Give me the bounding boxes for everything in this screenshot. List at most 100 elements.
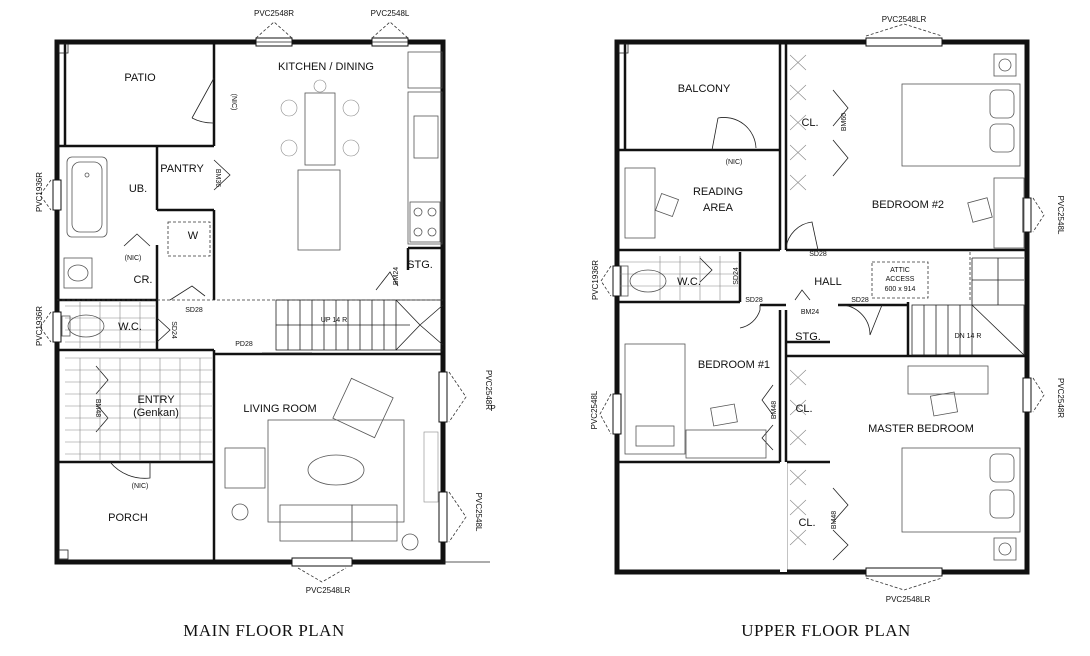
- upper-outer-wall: [614, 39, 1030, 575]
- bifold-door: [832, 89, 849, 177]
- closet-label: CL.: [798, 517, 815, 529]
- bed-2: [901, 83, 1021, 167]
- closet-label: CL.: [795, 403, 812, 415]
- window-label: PVC2548LR: [886, 595, 931, 604]
- bed-1-pillow: [635, 425, 675, 447]
- window-label: PVC1936R: [35, 306, 44, 346]
- window-label: PVC2548R: [484, 370, 493, 410]
- room-bedroom-1: BEDROOM #1: [698, 359, 770, 371]
- burner: [427, 227, 437, 237]
- coffee-table: [307, 454, 365, 486]
- room-wc: W.C.: [118, 321, 142, 333]
- window-label: PVC2548LR: [306, 586, 351, 595]
- door-swing: [785, 221, 819, 251]
- door-code: BM60: [841, 113, 848, 131]
- window-swing: [39, 179, 52, 211]
- window-label: PVC2548R: [1056, 378, 1065, 418]
- window-swing: [297, 567, 347, 583]
- room-living: LIVING ROOM: [243, 403, 316, 415]
- door-code: SD28: [745, 297, 763, 304]
- door-code: BM36: [214, 169, 221, 187]
- kitchen-island: [297, 169, 341, 251]
- door-code: SD28: [851, 297, 869, 304]
- window: [865, 567, 943, 577]
- window-label: PVC2548L: [590, 390, 599, 429]
- bed-2-pillow: [989, 123, 1015, 153]
- window-swing: [371, 21, 409, 39]
- bifold-door: [213, 159, 231, 191]
- bifold-door: [832, 487, 849, 561]
- master-chair: [929, 391, 959, 417]
- master-pillow: [989, 453, 1015, 483]
- window: [1022, 197, 1032, 233]
- upper-floor-plan: BALCONY READING AREA BEDROOM #2 W.C. HAL…: [590, 15, 1065, 604]
- window-swing: [1032, 377, 1045, 413]
- nic-label: (NIC): [726, 159, 743, 166]
- room-genkan: (Genkan): [133, 407, 179, 419]
- side-table: [401, 533, 419, 551]
- bifold-door: [375, 271, 399, 291]
- burner: [413, 207, 423, 217]
- kitchen-sink: [413, 115, 439, 159]
- window: [52, 179, 62, 211]
- door-swing: [711, 117, 757, 151]
- master-pillow: [989, 489, 1015, 519]
- room-reading-1: READING: [693, 186, 743, 198]
- window-label: PVC1936R: [591, 260, 600, 300]
- tv-console: [423, 431, 439, 503]
- burner: [427, 207, 437, 217]
- bifold-door: [123, 233, 151, 247]
- main-floor-plan: PATIO KITCHEN / DINING PANTRY UB. CR. W.…: [35, 9, 496, 595]
- room-upper-wc: W.C.: [677, 276, 701, 288]
- room-washer: W: [188, 230, 199, 242]
- column: [58, 549, 69, 560]
- bathtub: [66, 156, 108, 238]
- reading-desk: [624, 167, 656, 239]
- window: [865, 37, 943, 47]
- nightstand: [993, 53, 1017, 77]
- nic-label: (NIC): [125, 255, 142, 262]
- armchair: [332, 377, 394, 439]
- nic-label: (NIC): [230, 94, 237, 111]
- bedroom-2-chair: [967, 197, 993, 223]
- reading-chair: [654, 192, 680, 218]
- door-swing: [837, 304, 883, 336]
- washer-box: [167, 221, 211, 257]
- burner: [413, 227, 423, 237]
- sliding-door: [156, 317, 171, 343]
- room-kitchen-dining: KITCHEN / DINING: [278, 61, 374, 73]
- attic-access: [871, 261, 929, 299]
- entry-tile-pattern: [65, 302, 212, 460]
- bedroom-2-desk: [993, 177, 1025, 249]
- room-hall: HALL: [814, 276, 842, 288]
- window-swing: [39, 311, 52, 343]
- room-entry: ENTRY: [137, 394, 175, 406]
- room-ub: UB.: [129, 183, 147, 195]
- main-outer-wall: [54, 39, 446, 565]
- window-swing: [255, 21, 293, 39]
- bathtub-drain: [84, 172, 90, 178]
- lamp: [998, 542, 1012, 556]
- door-code: BM48: [831, 511, 838, 529]
- window: [438, 491, 448, 543]
- caption-main-floor: MAIN FLOOR PLAN: [183, 621, 344, 640]
- window: [52, 311, 62, 343]
- window-swing: [865, 23, 943, 37]
- room-cr: CR.: [134, 274, 153, 286]
- master-desk: [907, 365, 989, 395]
- desk-chair: [351, 504, 398, 542]
- window-label: PVC2548L: [371, 9, 410, 18]
- window-swing: [1032, 197, 1045, 233]
- stairs-label: UP 14 R: [321, 317, 347, 324]
- bed-1: [624, 343, 686, 455]
- door-code: SD28: [185, 307, 203, 314]
- dining-table: [304, 92, 336, 166]
- kitchen-counter: [407, 91, 443, 245]
- door-code: SD24: [170, 321, 177, 339]
- bathtub-basin: [71, 161, 103, 233]
- window: [438, 371, 448, 423]
- door-code: BM48: [771, 401, 778, 419]
- window-swing: [600, 265, 612, 297]
- bed-2-pillow: [989, 89, 1015, 119]
